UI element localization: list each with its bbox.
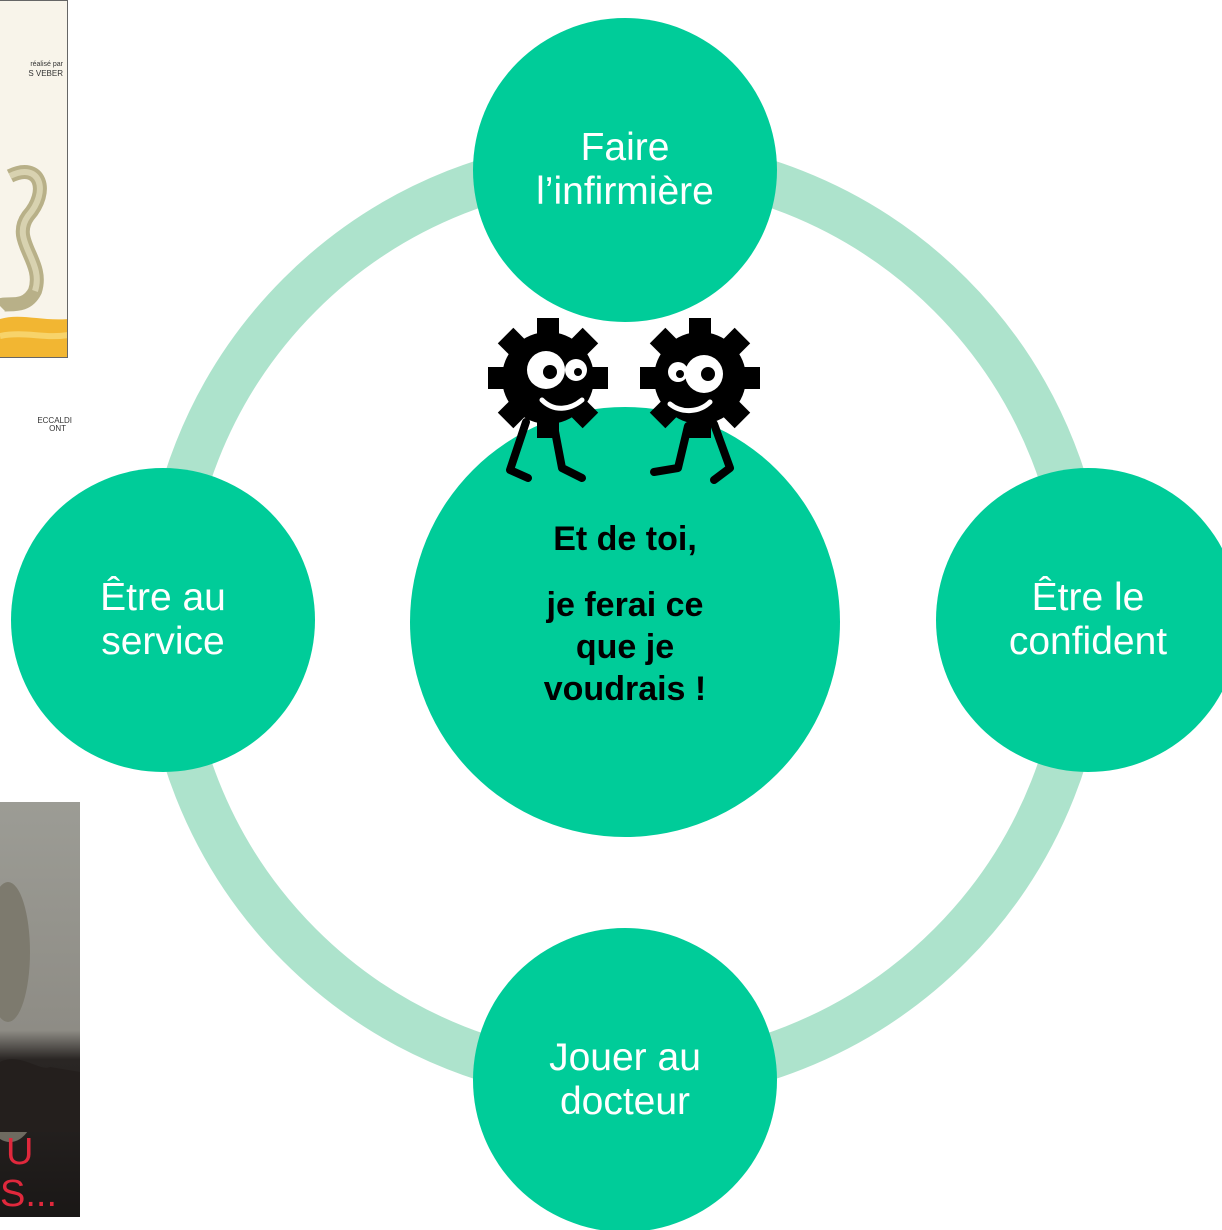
- node-left-label: Être au service: [100, 576, 226, 663]
- poster-credit-line1: réalisé par: [30, 61, 63, 68]
- gear-characters-icon: [488, 318, 760, 484]
- poster-credit-line2: S VEBER: [28, 69, 63, 78]
- node-top-label: Faire l’infirmière: [536, 126, 714, 213]
- node-top-circle: [473, 18, 777, 322]
- poster-names-line1: ECCALDI: [37, 416, 72, 425]
- node-bottom-circle: [473, 928, 777, 1230]
- poster-face-artwork: [0, 882, 80, 1142]
- node-right-label: Être le confident: [1008, 576, 1168, 663]
- center-circle: [410, 407, 840, 837]
- poster-names-line2: ONT: [49, 424, 66, 433]
- movie-poster-top: réalisé par S VEBER: [0, 0, 68, 358]
- center-line-1: Et de toi,: [553, 520, 697, 558]
- poster-artwork: [0, 165, 67, 357]
- node-bottom-label: Jouer au docteur: [549, 1036, 701, 1123]
- center-line-3: que je: [575, 628, 675, 666]
- movie-poster-bottom: U S...: [0, 802, 80, 1217]
- poster-red-line2: S...: [0, 1173, 58, 1215]
- center-line-2: je ferai ce: [546, 586, 704, 624]
- poster-red-line1: U: [6, 1131, 34, 1173]
- node-right-circle: [936, 468, 1222, 772]
- node-left-circle: [11, 468, 315, 772]
- center-line-4: voudrais !: [543, 670, 707, 708]
- center-label: Et de toi, je ferai ce que je voudrais !: [460, 518, 790, 710]
